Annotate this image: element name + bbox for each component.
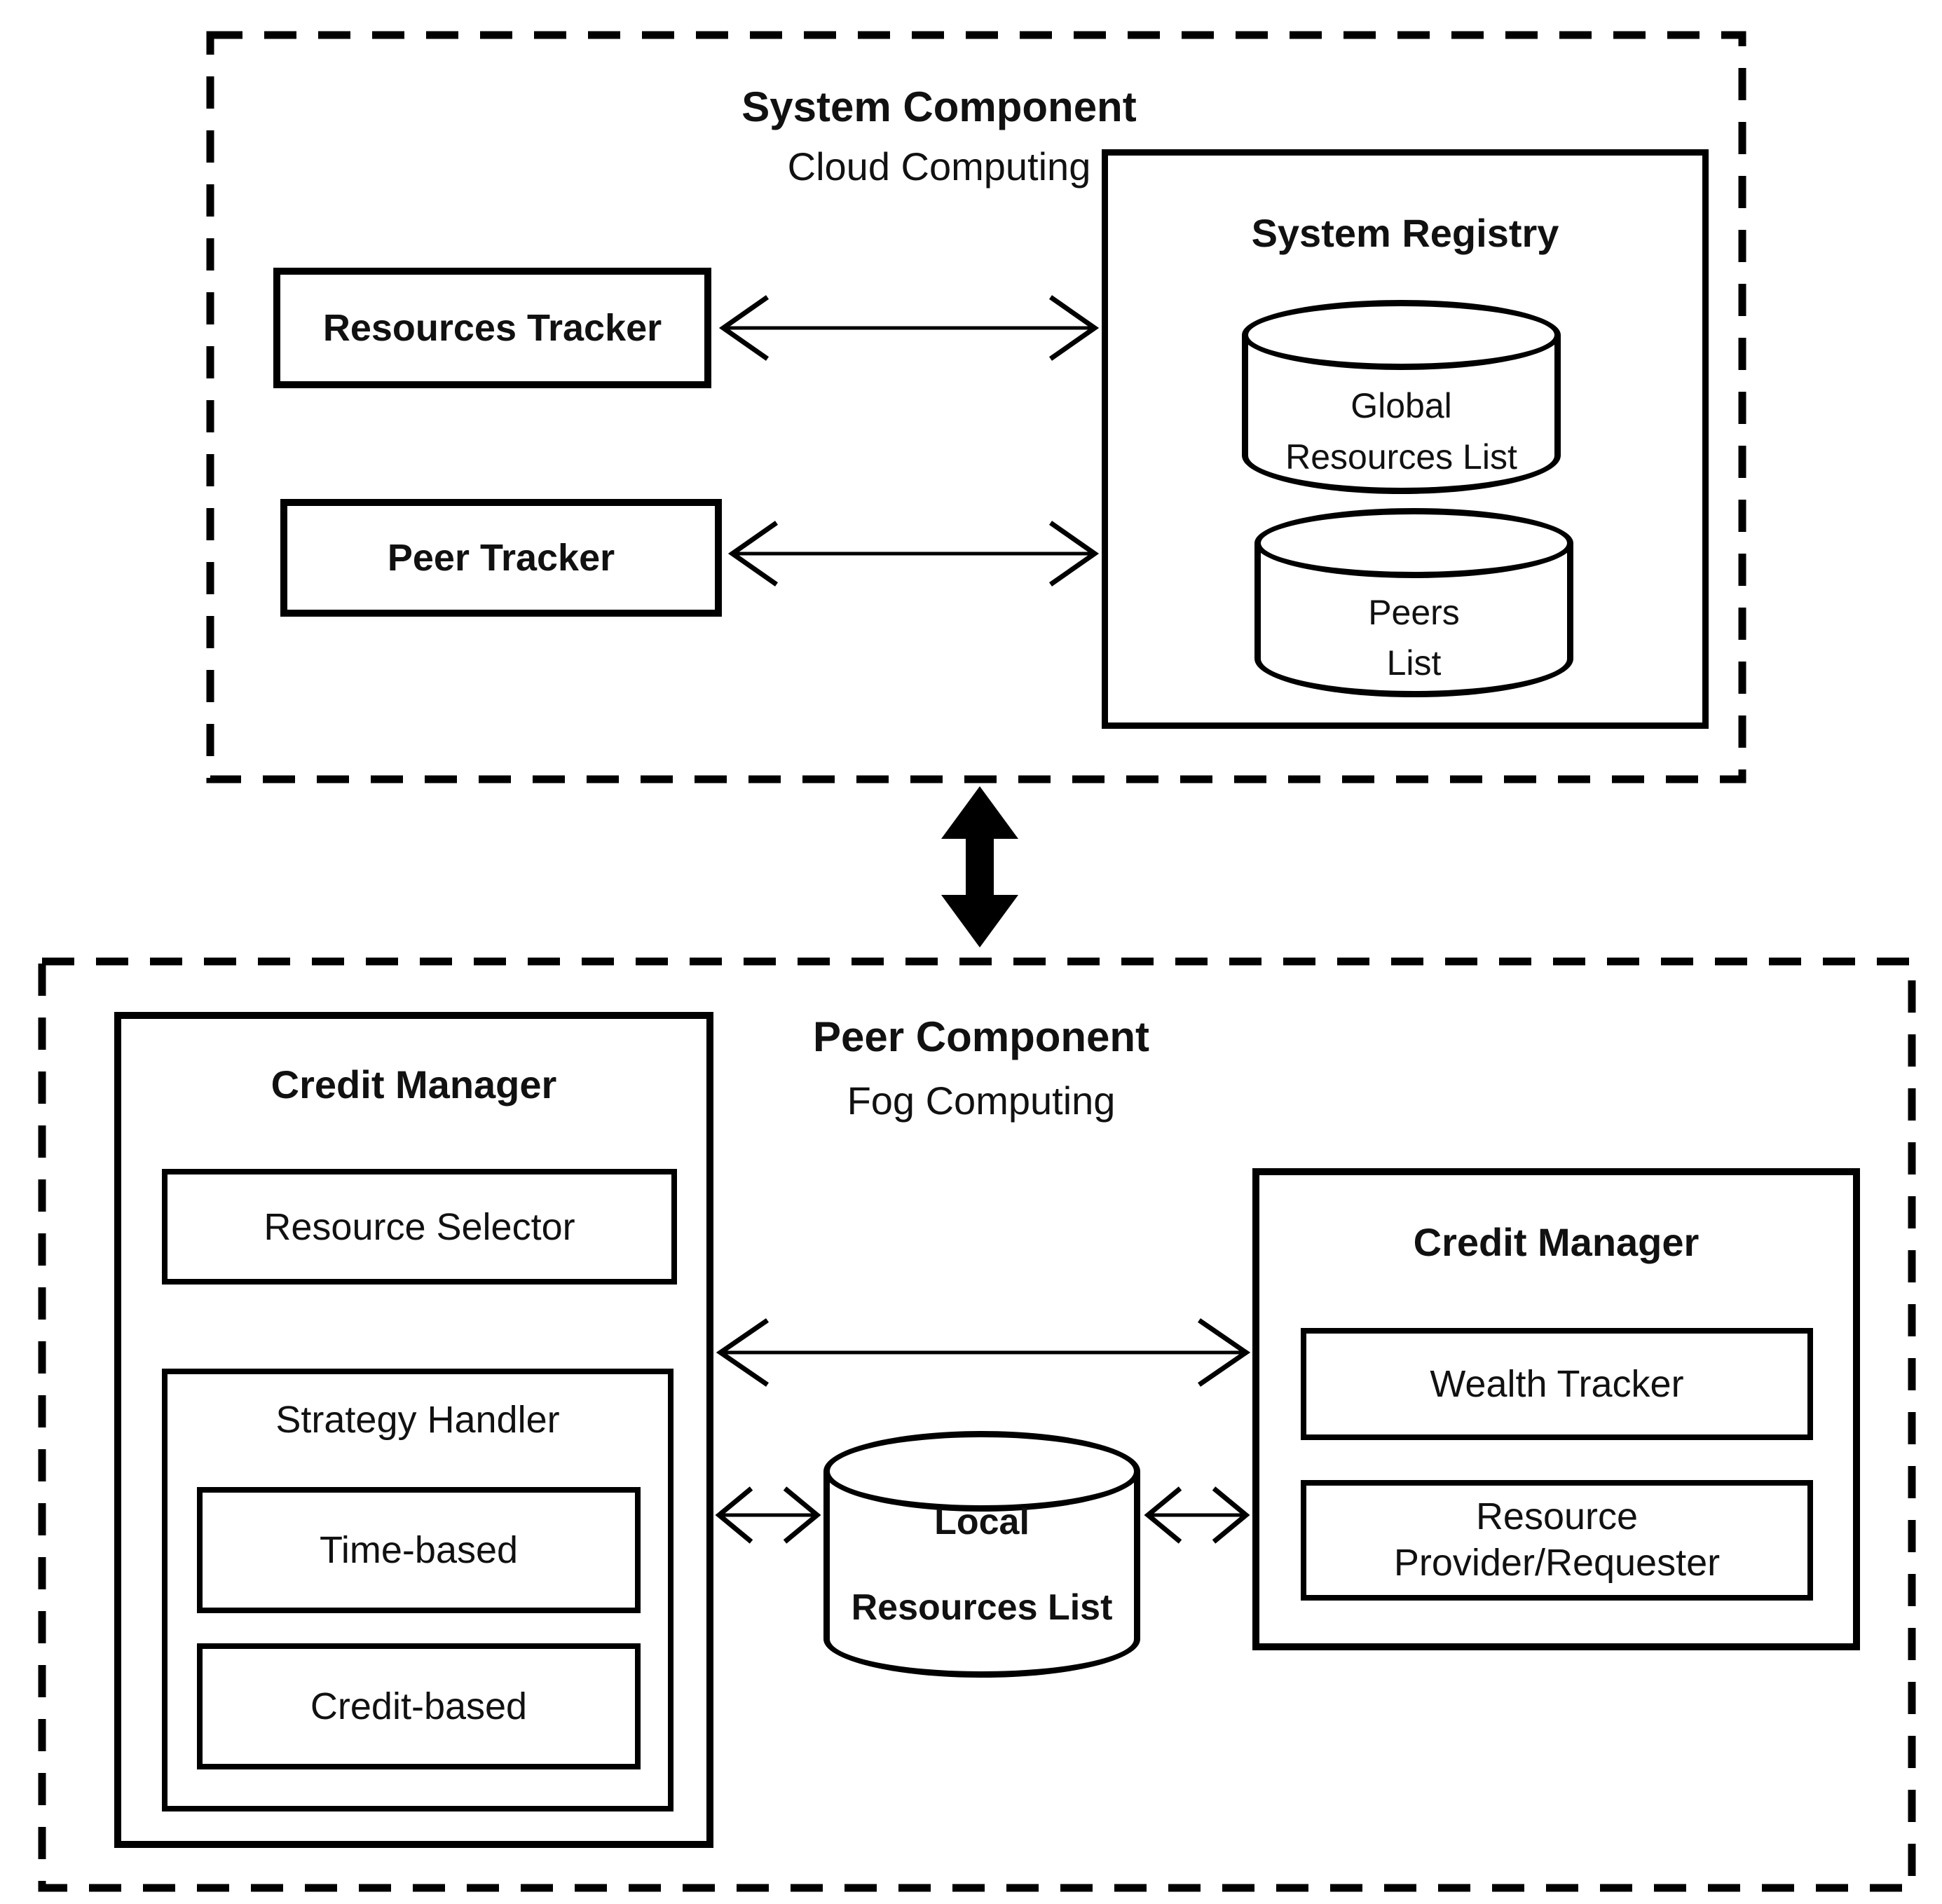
global-resources-db-cylinder-icon: Global Resources List xyxy=(1242,300,1561,494)
local-resources-db-body xyxy=(823,1471,1140,1678)
resources-tracker-label: Resources Tracker xyxy=(322,307,662,349)
local-resources-db-label-line2: Resources List xyxy=(851,1587,1113,1628)
credit-based-box: Credit-based xyxy=(197,1643,641,1769)
left-cm-local-db-arrow xyxy=(715,1486,821,1544)
local-resources-db-label-line1: Local xyxy=(934,1502,1030,1542)
credit-managers-arrow xyxy=(716,1318,1251,1387)
system-peer-link-arrow xyxy=(941,786,1018,947)
peer-tracker-box: Peer Tracker xyxy=(280,499,722,617)
time-based-box: Time-based xyxy=(197,1487,641,1613)
system-component-title: System Component xyxy=(741,83,1137,130)
local-resources-db-cylinder-icon: Local Resources List xyxy=(823,1431,1140,1678)
global-resources-db-top xyxy=(1242,300,1561,370)
peer-component-subtitle: Fog Computing xyxy=(847,1078,1116,1123)
peer-tracker-label: Peer Tracker xyxy=(387,537,615,579)
system-component-subtitle: Cloud Computing xyxy=(787,144,1091,189)
peer-component-dashed-border xyxy=(38,957,1916,1892)
resource-selector-box: Resource Selector xyxy=(162,1169,677,1285)
global-resources-db-label-line1: Global xyxy=(1350,386,1452,425)
resources-tracker-registry-arrow xyxy=(718,295,1100,361)
peer-component-title: Peer Component xyxy=(812,1013,1150,1060)
strategy-handler-title: Strategy Handler xyxy=(275,1399,560,1441)
local-resources-db-top xyxy=(823,1431,1140,1512)
peers-db-top xyxy=(1254,508,1573,578)
resource-selector-label: Resource Selector xyxy=(264,1205,575,1248)
resource-provider-box: Resource Provider/Requester xyxy=(1301,1480,1813,1601)
credit-manager-right-title: Credit Manager xyxy=(1413,1220,1700,1264)
resource-provider-line2: Provider/Requester xyxy=(1393,1542,1721,1584)
peer-tracker-registry-arrow xyxy=(727,521,1100,587)
system-component-dashed-border xyxy=(206,31,1746,783)
resource-provider-label: Resource Provider/Requester xyxy=(1394,1494,1720,1587)
wealth-tracker-box: Wealth Tracker xyxy=(1301,1328,1813,1440)
peers-db-label-line1: Peers xyxy=(1368,593,1460,632)
wealth-tracker-label: Wealth Tracker xyxy=(1430,1363,1684,1405)
resources-tracker-box: Resources Tracker xyxy=(273,268,711,388)
local-db-right-cm-arrow xyxy=(1144,1486,1250,1544)
resource-provider-line1: Resource xyxy=(1475,1495,1639,1538)
credit-manager-left-title: Credit Manager xyxy=(271,1062,557,1107)
peers-db-label-line2: List xyxy=(1386,643,1442,683)
time-based-label: Time-based xyxy=(319,1529,519,1571)
credit-based-label: Credit-based xyxy=(310,1685,528,1727)
system-registry-title: System Registry xyxy=(1251,211,1559,255)
peers-db-cylinder-icon: Peers List xyxy=(1254,508,1573,697)
global-resources-db-label-line2: Resources List xyxy=(1285,437,1517,477)
